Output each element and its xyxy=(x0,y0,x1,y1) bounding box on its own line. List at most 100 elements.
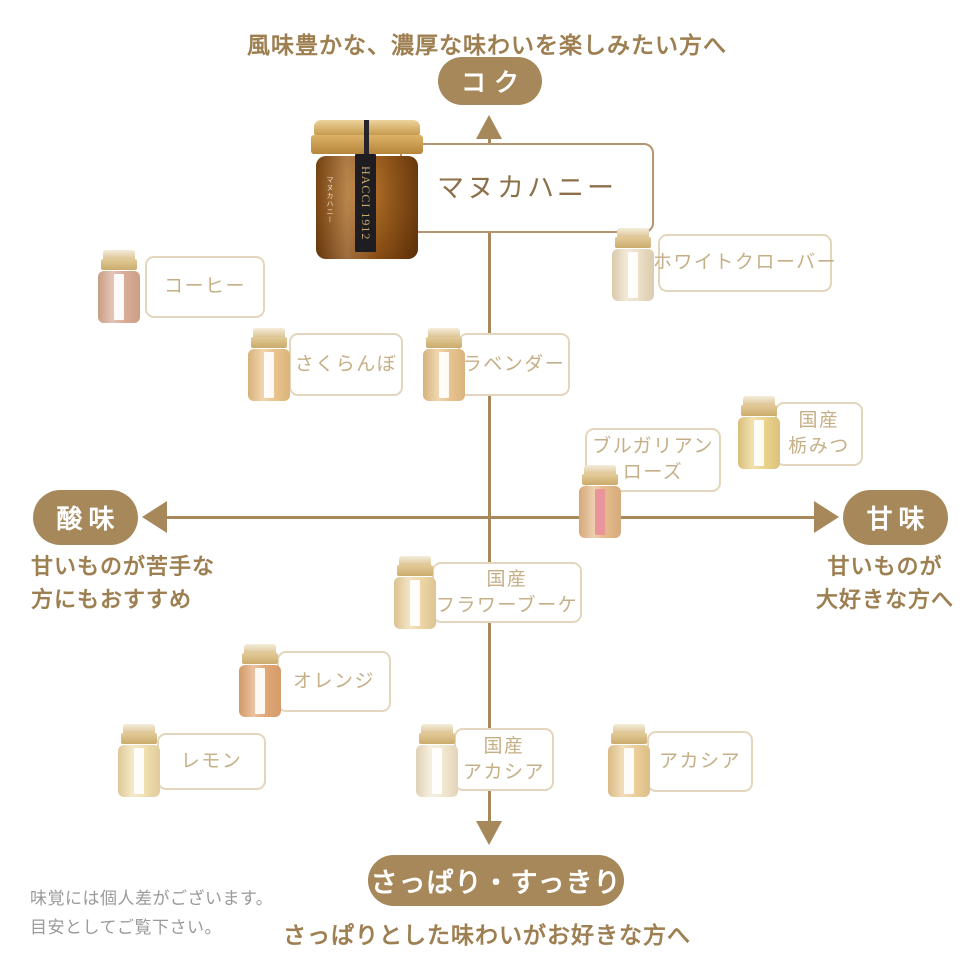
arrow-down-icon xyxy=(476,821,502,845)
product-label-line: ブルガリアン xyxy=(592,436,714,458)
product-jar-orange xyxy=(237,644,283,718)
right-caption-line2: 大好きな方へ xyxy=(815,587,954,612)
product-label-lavender[interactable]: ラベンダー xyxy=(458,333,570,396)
product-label-line: ホワイトクローバー xyxy=(652,252,838,274)
product-jar-lavender xyxy=(421,328,467,402)
jar-label-strip xyxy=(627,252,638,298)
jar-label-strip xyxy=(254,668,265,714)
axis-label-richness: コク xyxy=(438,57,542,105)
jar-cap xyxy=(617,228,649,237)
product-label-line: ローズ xyxy=(622,462,684,483)
product-label-orange[interactable]: オレンジ xyxy=(277,651,391,712)
jar-body xyxy=(579,486,621,538)
product-jar-manuka: HACCI 1912 マヌカハニー xyxy=(311,120,423,260)
jar-label-strip xyxy=(438,352,449,398)
footnote-line2: 目安としてご覧下さい。 xyxy=(30,917,222,937)
right-caption: 甘いものが 大好きな方へ xyxy=(802,550,968,616)
product-jar-acacia xyxy=(606,724,652,798)
brand-label: HACCI 1912 xyxy=(355,154,376,252)
product-label-line: 栃みつ xyxy=(788,436,850,457)
product-label-line: さくらんぼ xyxy=(294,353,398,375)
footnote: 味覚には個人差がございます。 目安としてご覧下さい。 xyxy=(30,885,273,943)
jar-band xyxy=(121,733,157,744)
product-label-line: オレンジ xyxy=(292,670,375,692)
product-jar-kokusan-acacia xyxy=(414,724,460,798)
horizontal-axis-line xyxy=(162,516,818,519)
arrow-right-icon xyxy=(814,501,839,533)
jar-dipper-rod xyxy=(364,120,369,156)
product-jar-lemon xyxy=(116,724,162,798)
product-jar-coffee xyxy=(96,250,142,324)
jar-band xyxy=(615,237,651,248)
arrow-left-icon xyxy=(142,501,167,533)
product-label-line: 国産 xyxy=(486,568,528,590)
jar-band xyxy=(419,733,455,744)
jar-band xyxy=(611,733,647,744)
jar-band xyxy=(251,337,287,348)
jar-cap xyxy=(244,644,276,653)
product-label-coffee[interactable]: コーヒー xyxy=(145,256,265,318)
jar-label-strip xyxy=(409,580,420,626)
product-label-line: アカシア xyxy=(658,750,741,772)
product-jar-bulgarian-rose xyxy=(577,465,623,539)
jar-body xyxy=(738,417,780,469)
axis-label-sourness: 酸味 xyxy=(33,490,138,545)
jar-body xyxy=(608,745,650,797)
jar-cap xyxy=(428,328,460,337)
left-caption-line1: 甘いものが苦手な xyxy=(31,554,216,579)
jar-body xyxy=(118,745,160,797)
product-label-line: ラベンダー xyxy=(462,353,566,375)
jar-cap xyxy=(123,724,155,733)
product-jar-white-clover xyxy=(610,228,656,302)
jar-body xyxy=(612,249,654,301)
product-label-tochi[interactable]: 国産栃みつ xyxy=(775,402,863,466)
jar-band xyxy=(582,474,618,485)
jar-cap xyxy=(103,250,135,259)
jar-cap xyxy=(743,396,775,405)
product-jar-tochi xyxy=(736,396,782,470)
product-label-line: コーヒー xyxy=(163,276,246,298)
product-jar-flower-bouquet xyxy=(392,556,438,630)
jar-body xyxy=(394,577,436,629)
jar-side-text: マヌカハニー xyxy=(326,176,333,224)
product-label-lemon[interactable]: レモン xyxy=(157,733,266,790)
product-label-line: 国産 xyxy=(483,735,525,757)
product-label-acacia[interactable]: アカシア xyxy=(647,731,753,792)
jar-label-strip xyxy=(594,489,605,535)
bottom-caption: さっぱりとした味わいがお好きな方へ xyxy=(283,922,691,948)
jar-band xyxy=(101,259,137,270)
jar-label-strip xyxy=(431,748,442,794)
product-label-cherry[interactable]: さくらんぼ xyxy=(289,333,403,396)
product-label-bulgarian-rose[interactable]: ブルガリアンローズ xyxy=(585,428,721,492)
product-jar-cherry xyxy=(246,328,292,402)
brand-label-text: HACCI 1912 xyxy=(359,165,373,241)
jar-cap xyxy=(421,724,453,733)
product-label-flower-bouquet[interactable]: 国産フラワーブーケ xyxy=(432,562,582,623)
jar-body xyxy=(423,349,465,401)
product-label-white-clover[interactable]: ホワイトクローバー xyxy=(653,234,836,292)
jar-body xyxy=(239,665,281,717)
product-label-kokusan-acacia[interactable]: 国産アカシア xyxy=(454,728,554,791)
jar-label-strip xyxy=(133,748,144,794)
jar-cap xyxy=(253,328,285,337)
jar-body xyxy=(416,745,458,797)
jar-body xyxy=(98,271,140,323)
jar-label-strip xyxy=(263,352,274,398)
product-label-line: レモン xyxy=(180,750,243,772)
axis-label-sweetness: 甘味 xyxy=(843,490,948,545)
product-label-line: フラワーブーケ xyxy=(435,594,579,616)
product-label-line: アカシア xyxy=(462,761,545,783)
product-label-line: マヌカハニー xyxy=(437,172,617,203)
footnote-line1: 味覚には個人差がございます。 xyxy=(30,889,274,908)
jar-cap xyxy=(613,724,645,733)
jar-label-strip xyxy=(753,420,764,466)
product-label-manuka[interactable]: マヌカハニー xyxy=(400,143,654,233)
right-caption-line1: 甘いものが xyxy=(827,554,943,579)
vertical-axis-line xyxy=(488,138,491,828)
jar-body xyxy=(248,349,290,401)
jar-cap xyxy=(584,465,616,474)
top-caption: 風味豊かな、濃厚な味わいを楽しみたい方へ xyxy=(247,32,727,58)
product-label-line: 国産 xyxy=(798,410,840,432)
left-caption: 甘いものが苦手な 方にもおすすめ xyxy=(31,550,215,616)
